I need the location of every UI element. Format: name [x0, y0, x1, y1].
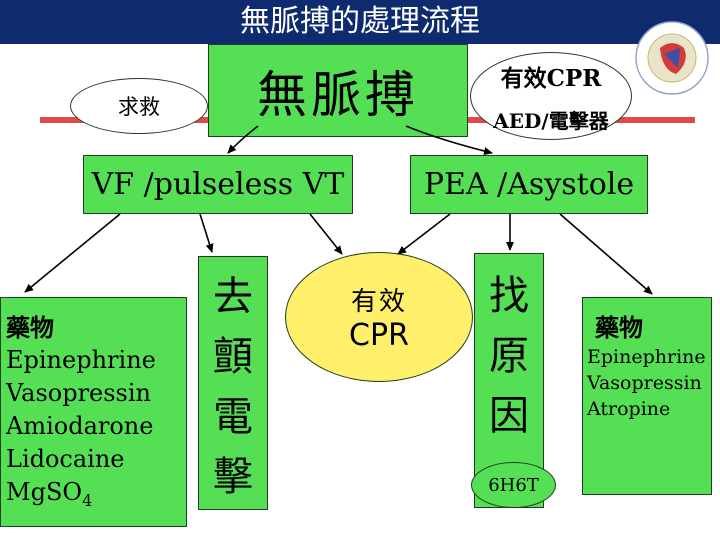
cpr-oval: 有效 CPR: [285, 252, 473, 382]
arrow-to-vf: [227, 125, 259, 154]
page-title: 無脈搏的處理流程: [240, 4, 480, 39]
arrow-to-pea: [405, 125, 493, 155]
right-drugs-box: 藥物 Epinephrine Vasopressin Atropine: [582, 297, 712, 495]
cpr-oval-line1: 有效: [350, 287, 407, 317]
arrow-to-left-drugs: [24, 213, 121, 293]
defib-char: 擊: [213, 454, 253, 500]
drug-item: Atropine: [587, 398, 671, 420]
find-cause-char: 找: [489, 273, 529, 319]
aed-label: AED/電擊器: [493, 108, 609, 133]
defib-char: 去: [213, 274, 253, 320]
find-cause-char: 因: [489, 393, 529, 439]
cpr-oval-line2: CPR: [349, 318, 409, 353]
defib-char: 顫: [213, 334, 253, 380]
left-drugs-box: 藥物 Epinephrine Vasopressin Amiodarone Li…: [0, 297, 187, 527]
arrow-to-defib: [199, 213, 214, 253]
six-h-six-t-label: 6H6T: [488, 474, 539, 496]
drug-item: Vasopressin: [587, 372, 702, 394]
drug-item: Epinephrine: [6, 346, 156, 374]
logo-icon: [632, 18, 712, 98]
drug-item: Epinephrine: [587, 346, 706, 368]
left-drugs-heading: 藥物: [6, 313, 54, 342]
vf-vt-label: VF /pulseless VT: [91, 167, 345, 202]
title-bar: 無脈搏的處理流程: [0, 0, 720, 44]
no-pulse-box: 無脈搏: [208, 44, 468, 137]
right-drugs-heading: 藥物: [595, 313, 643, 342]
mg-middle: SO: [45, 478, 83, 506]
arrow-to-right-drugs: [559, 213, 653, 295]
effective-cpr-label: 有效CPR: [500, 64, 602, 92]
vf-vt-box: VF /pulseless VT: [83, 155, 353, 214]
rescue-label: 求救: [118, 95, 160, 119]
drug-item: Amiodarone: [6, 412, 154, 440]
defib-char: 電: [213, 394, 253, 440]
drug-item: Lidocaine: [6, 445, 125, 473]
defib-box: 去 顫 電 擊: [198, 256, 268, 510]
rescue-oval: 求救: [70, 78, 208, 134]
find-cause-char: 原: [489, 333, 529, 379]
arrow-pea-to-cpr: [397, 213, 451, 255]
six-h-six-t-oval: 6H6T: [471, 462, 556, 508]
drug-item-mgso4: MgSO4: [6, 476, 186, 517]
pea-asystole-box: PEA /Asystole: [410, 155, 648, 214]
no-pulse-label: 無脈搏: [257, 65, 419, 124]
cpr-aed-oval: 有效CPR AED/電擊器: [470, 52, 632, 140]
drug-item: Vasopressin: [6, 379, 152, 407]
mg-subscript: 4: [82, 490, 93, 510]
arrow-vf-to-cpr: [309, 213, 343, 255]
pea-asystole-label: PEA /Asystole: [423, 167, 635, 202]
mg-prefix: Mg: [6, 478, 46, 506]
